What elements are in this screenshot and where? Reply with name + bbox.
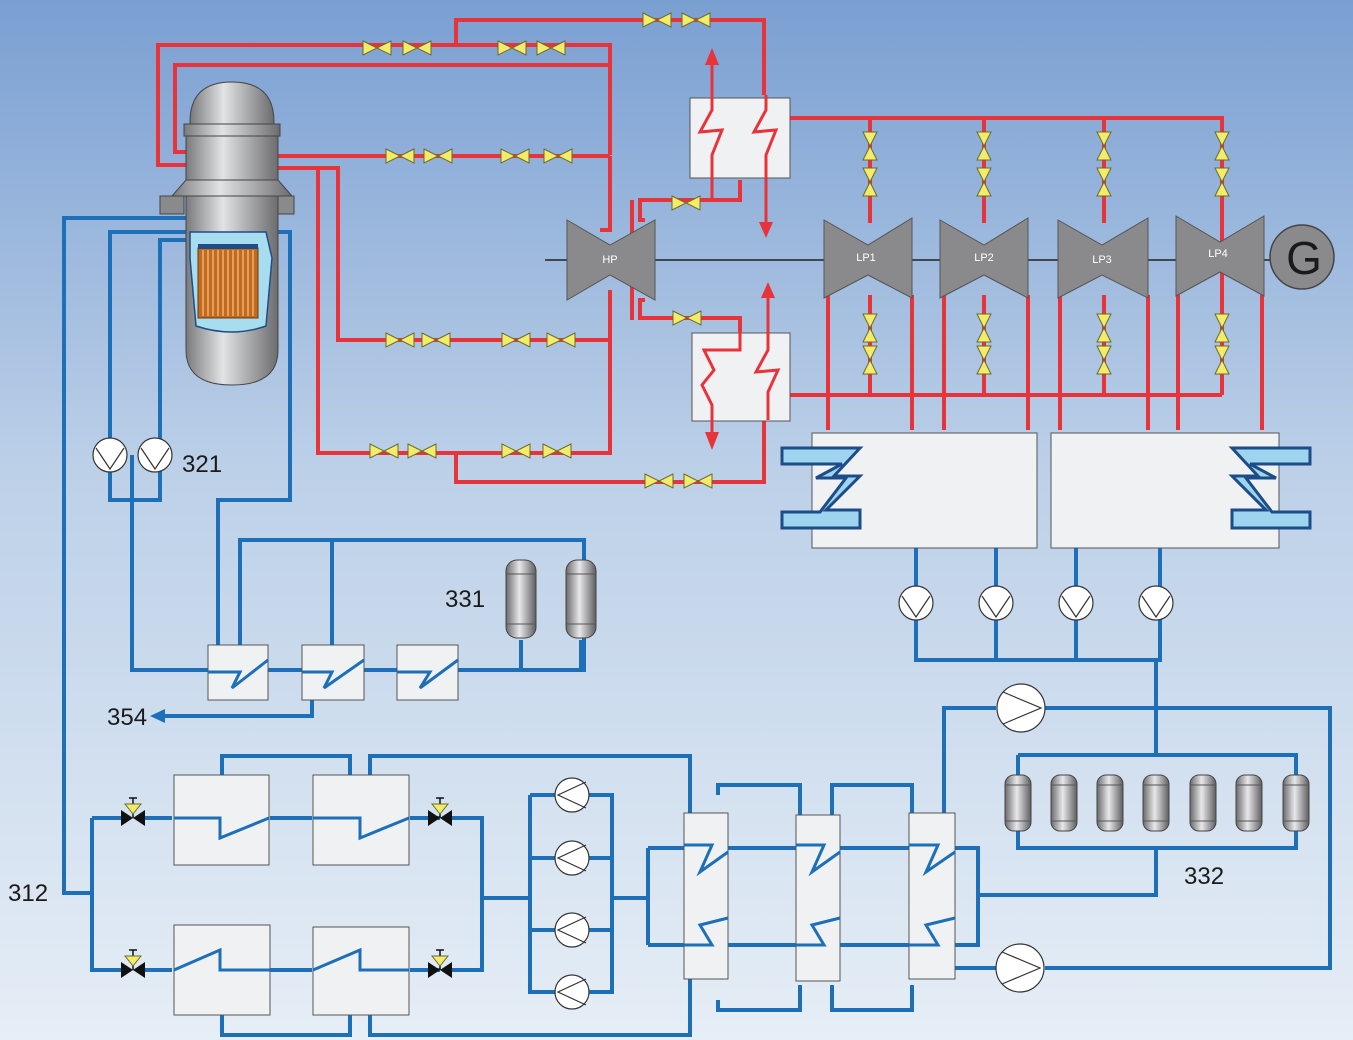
generator: G bbox=[1269, 224, 1335, 290]
lp4-turbine: LP4 bbox=[1175, 215, 1265, 297]
hp-turbine-label: HP bbox=[602, 254, 617, 266]
feedwater-heaters bbox=[683, 812, 956, 982]
lp3-turbine: LP3 bbox=[1057, 217, 1149, 299]
reheater-bottom bbox=[691, 282, 791, 450]
label-331: 331 bbox=[445, 586, 485, 613]
reheater-top bbox=[689, 48, 791, 238]
feedwater-tanks bbox=[1004, 755, 1310, 832]
generator-label: G bbox=[1286, 232, 1322, 284]
hp-turbine: HP bbox=[566, 219, 656, 301]
label-332: 332 bbox=[1184, 863, 1224, 890]
lp2-turbine-label: LP2 bbox=[974, 252, 994, 264]
lp4-turbine-label: LP4 bbox=[1208, 248, 1228, 260]
cleanup-tanks bbox=[505, 559, 597, 639]
label-321: 321 bbox=[182, 451, 222, 478]
cleanup-heat-exchangers bbox=[150, 644, 459, 723]
condenser-right bbox=[1050, 432, 1312, 549]
lp2-turbine: LP2 bbox=[939, 217, 1029, 299]
condenser-left bbox=[780, 432, 1038, 549]
label-354: 354 bbox=[107, 704, 147, 731]
reactor-pressure-vessel bbox=[159, 81, 295, 386]
heat-exchangers-312 bbox=[120, 774, 453, 1016]
label-312: 312 bbox=[8, 880, 48, 907]
lp1-turbine-label: LP1 bbox=[856, 252, 876, 264]
lp3-turbine-label: LP3 bbox=[1092, 254, 1112, 266]
lp1-turbine: LP1 bbox=[823, 217, 913, 299]
steam-piping bbox=[156, 18, 1264, 484]
